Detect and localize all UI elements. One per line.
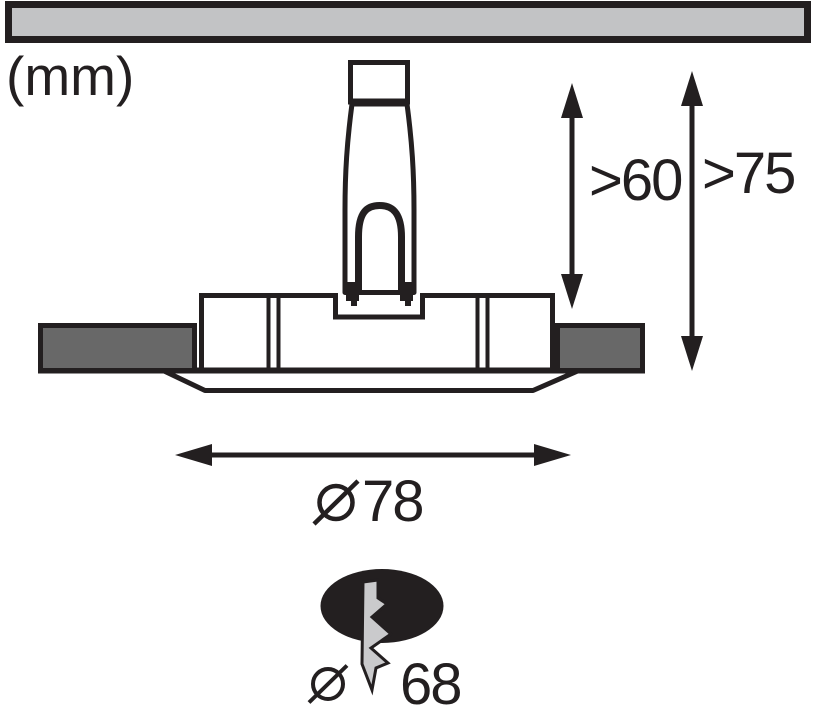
fixture-diameter-label: 78 [362,469,423,534]
cutout-symbol: 68 [307,569,463,717]
arrow-up-icon [561,83,583,118]
connector-cap [348,60,410,104]
diameter-icon [312,479,360,526]
arrow-right-icon [534,444,571,466]
dimension-arrow-min-recess-depth: >75 [681,71,796,371]
arrow-down-icon [561,274,583,309]
diameter-icon [307,664,349,704]
housing-divider-lines [266,297,490,368]
dimension-arrow-fixture-diameter: 78 [175,444,571,534]
wall-section-left [38,323,197,373]
arrow-left-icon [175,444,212,466]
fixture-housing [199,293,555,373]
arrow-up-icon [681,71,703,106]
lightning-bolt-icon [360,578,394,696]
connector-arch [355,201,405,291]
min-clearance-label: >60 [589,148,681,213]
lamp-connector-body [342,101,417,295]
wall-section-right [555,323,645,373]
ceiling-panel [5,1,811,43]
arrow-down-icon [681,336,703,371]
cutout-diameter-label: 68 [400,652,461,717]
dimension-arrow-min-clearance: >60 [561,83,683,309]
connector-contact-feet [346,282,413,306]
unit-label: (mm) [6,45,134,107]
min-recess-depth-label: >75 [702,141,794,206]
